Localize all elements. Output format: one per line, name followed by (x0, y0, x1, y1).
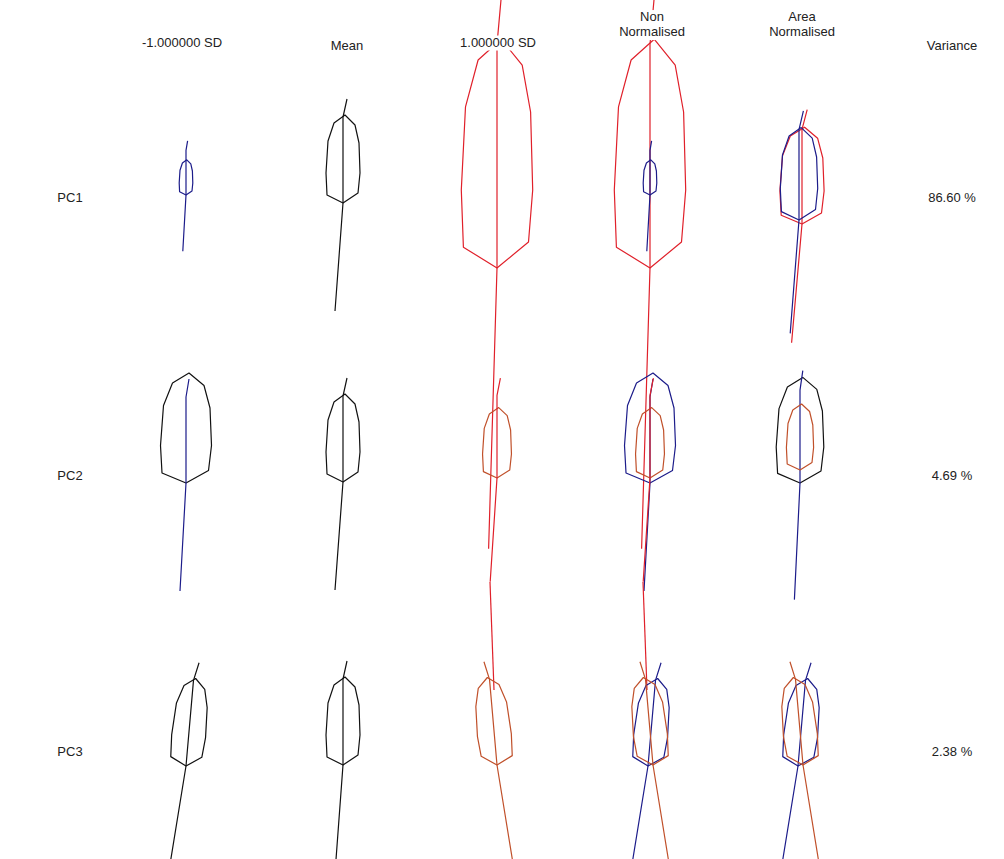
leaf-midrib (781, 662, 811, 859)
leaf-midrib (335, 99, 347, 311)
variance-value: 86.60 % (926, 191, 978, 206)
leaf-midrib (490, 378, 500, 582)
leaf-overlay-area-normalised (780, 110, 824, 343)
leaf-midrib (790, 111, 803, 334)
leaf-midrib (794, 371, 802, 600)
leaf-midrib (335, 378, 347, 590)
leaf-minus-sd (161, 373, 212, 591)
leaf-midrib (647, 141, 652, 251)
column-header: Area Normalised (761, 10, 843, 40)
column-header: Non Normalised (611, 10, 693, 40)
leaf-minus-sd (160, 661, 212, 859)
variance-value: 2.38 % (930, 745, 974, 760)
leaf-midrib (631, 662, 661, 859)
leaf-plus-sd (471, 660, 523, 859)
leaf-overlay-area-normalised (772, 660, 830, 859)
leaf-midrib (183, 141, 188, 251)
column-header: -1.000000 SD (140, 36, 224, 51)
leaf-midrib (642, 0, 655, 549)
leaf-overlay-non-normalised (625, 373, 676, 690)
leaf-mean (326, 378, 360, 590)
leaf-midrib (489, 0, 502, 549)
leaf-outline (786, 404, 813, 470)
leaf-overlay-area-normalised (776, 371, 824, 600)
leaf-mean (326, 661, 360, 859)
leaf-midrib (484, 661, 514, 859)
leaf-midrib (640, 661, 670, 859)
leaf-midrib (180, 379, 189, 591)
leaf-midrib (644, 379, 653, 591)
variance-value: 4.69 % (930, 469, 974, 484)
leaf-midrib (335, 661, 347, 859)
leaf-midrib (169, 662, 199, 859)
column-header: Variance (925, 39, 979, 54)
leaf-overlay-non-normalised (622, 660, 680, 859)
leaf-midrib (790, 661, 820, 859)
leaf-stem (490, 582, 494, 690)
column-header: 1.000000 SD (458, 36, 538, 51)
leaf-mean (326, 99, 360, 311)
row-label: PC2 (55, 469, 84, 484)
leaf-plus-sd (483, 378, 512, 582)
leaf-midrib (643, 378, 653, 582)
row-label: PC3 (55, 745, 84, 760)
column-header: Mean (329, 39, 366, 54)
row-label: PC1 (55, 191, 84, 206)
leaf-minus-sd (179, 141, 193, 251)
